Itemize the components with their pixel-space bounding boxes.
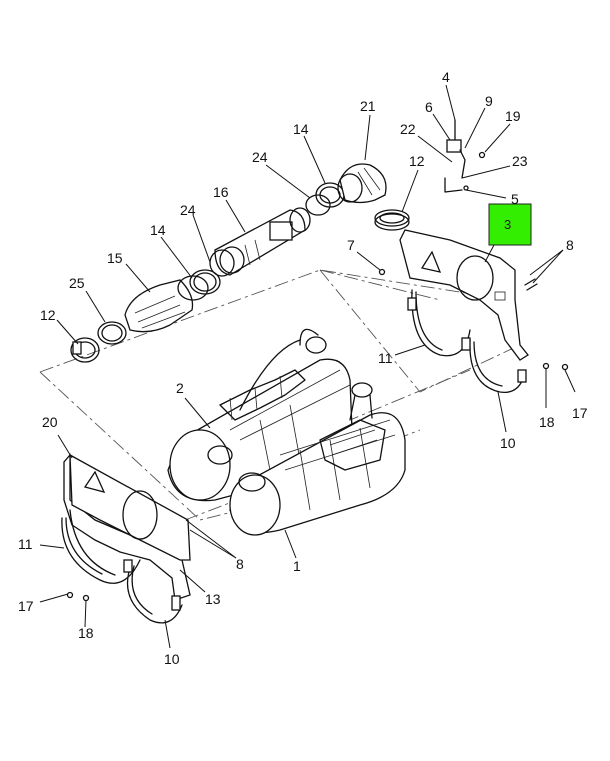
callout-8b: 8 (236, 556, 244, 572)
callout-8a: 8 (566, 237, 574, 253)
callout-21: 21 (360, 98, 376, 114)
highlight-box (488, 203, 532, 246)
callout-13: 13 (205, 591, 221, 607)
callout-4: 4 (442, 69, 450, 85)
callout-2: 2 (176, 380, 184, 396)
right-clamp (374, 209, 410, 231)
fasteners (66, 268, 569, 602)
callout-19: 19 (505, 108, 521, 124)
callout-10b: 10 (164, 651, 180, 667)
callout-10a: 10 (500, 435, 516, 451)
callout-14b: 14 (150, 222, 166, 238)
sensor-hardware (444, 119, 486, 193)
callout-25: 25 (69, 275, 85, 291)
callout-16: 16 (213, 184, 229, 200)
flex-bellows (124, 269, 221, 333)
scr-canister (229, 382, 406, 536)
leader-lines (39, 84, 576, 649)
callout-7: 7 (347, 237, 355, 253)
callout-24a: 24 (252, 149, 268, 165)
callout-1: 1 (293, 558, 301, 574)
callout-17a: 17 (572, 405, 588, 421)
callout-11a: 11 (378, 350, 393, 366)
callout-20: 20 (42, 414, 58, 430)
callout-11b: 11 (18, 536, 33, 552)
callout-9: 9 (485, 93, 493, 109)
callout-labels: 1 2 4 5 6 7 8 8 9 10 10 11 11 12 12 13 1… (18, 69, 588, 667)
left-straps (61, 517, 183, 624)
exhaust-pipe (209, 207, 311, 277)
callout-15: 15 (107, 250, 123, 266)
left-clamp-and-ring (70, 321, 127, 363)
callout-18a: 18 (539, 414, 555, 430)
callout-3: 3 (504, 217, 511, 232)
right-straps (407, 289, 527, 393)
callout-14a: 14 (293, 121, 309, 137)
exhaust-elbow (337, 163, 387, 204)
highlighted-callout-3[interactable]: 3 (488, 203, 532, 246)
callout-22: 22 (400, 121, 416, 137)
callout-12b: 12 (40, 307, 56, 323)
callout-5: 5 (511, 191, 519, 207)
callout-17b: 17 (18, 598, 34, 614)
callout-18b: 18 (78, 625, 94, 641)
left-mounting-bracket (63, 453, 191, 601)
callout-12a: 12 (409, 153, 425, 169)
callout-6: 6 (425, 99, 433, 115)
right-mounting-bracket (399, 229, 529, 361)
callout-23: 23 (512, 153, 528, 169)
callout-24b: 24 (180, 202, 196, 218)
